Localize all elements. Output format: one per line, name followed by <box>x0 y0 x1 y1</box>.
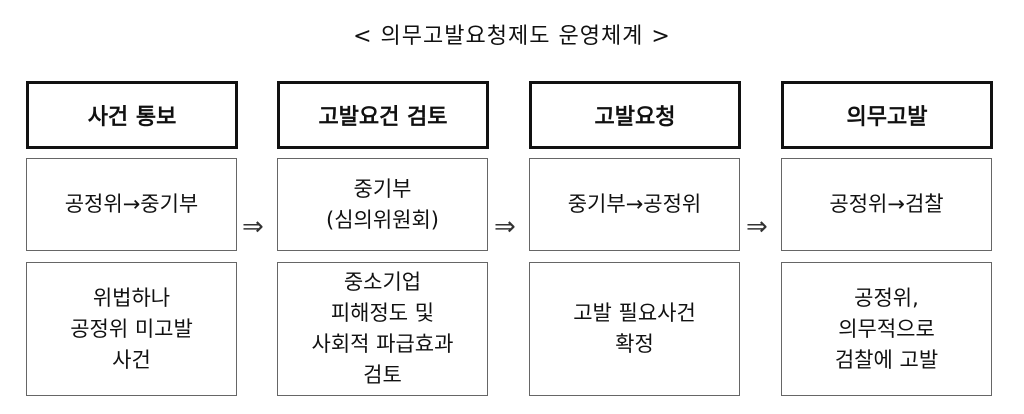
double-arrow-icon: ⇒ <box>242 212 264 242</box>
step-description-report: 위법하나 공정위 미고발 사건 <box>26 262 237 396</box>
step-actor-review: 중기부 (심의위원회) <box>277 158 488 251</box>
step-description-request: 고발 필요사건 확정 <box>529 262 740 396</box>
step-actor-report: 공정위→중기부 <box>26 158 237 251</box>
step-header-request: 고발요청 <box>529 81 741 149</box>
step-header-report: 사건 통보 <box>26 81 238 149</box>
step-description-mandatory: 공정위, 의무적으로 검찰에 고발 <box>781 262 992 396</box>
double-arrow-icon: ⇒ <box>746 212 768 242</box>
step-actor-mandatory: 공정위→검찰 <box>781 158 992 251</box>
step-actor-request: 중기부→공정위 <box>529 158 740 251</box>
diagram-title: < 의무고발요청제도 운영체계 > <box>353 24 671 49</box>
step-header-review: 고발요건 검토 <box>277 81 489 149</box>
step-header-mandatory: 의무고발 <box>781 81 993 149</box>
double-arrow-icon: ⇒ <box>494 212 516 242</box>
step-description-review: 중소기업 피해정도 및 사회적 파급효과 검토 <box>277 262 488 396</box>
